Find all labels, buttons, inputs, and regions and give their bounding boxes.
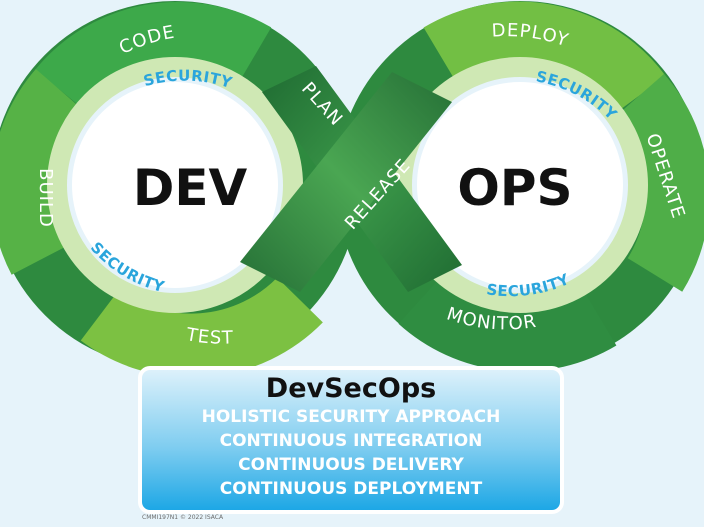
- ops-loop: [336, 1, 704, 372]
- devsecops-panel: DevSecOps HOLISTIC SECURITY APPROACH CON…: [138, 366, 564, 514]
- panel-line-2: CONTINUOUS INTEGRATION: [220, 431, 483, 451]
- credit-text: CMMI197N1 © 2022 ISACA: [142, 514, 224, 521]
- panel-line-1: HOLISTIC SECURITY APPROACH: [202, 407, 501, 427]
- dev-loop: [0, 1, 359, 378]
- stage-test: TEST: [184, 324, 235, 349]
- release-band: [240, 72, 452, 292]
- dev-label: DEV: [133, 159, 248, 217]
- stage-build: BUILD: [35, 168, 56, 228]
- panel-line-4: CONTINUOUS DEPLOYMENT: [220, 479, 483, 499]
- ops-label: OPS: [457, 159, 572, 217]
- panel-title: DevSecOps: [266, 373, 436, 404]
- panel-line-3: CONTINUOUS DELIVERY: [238, 455, 464, 475]
